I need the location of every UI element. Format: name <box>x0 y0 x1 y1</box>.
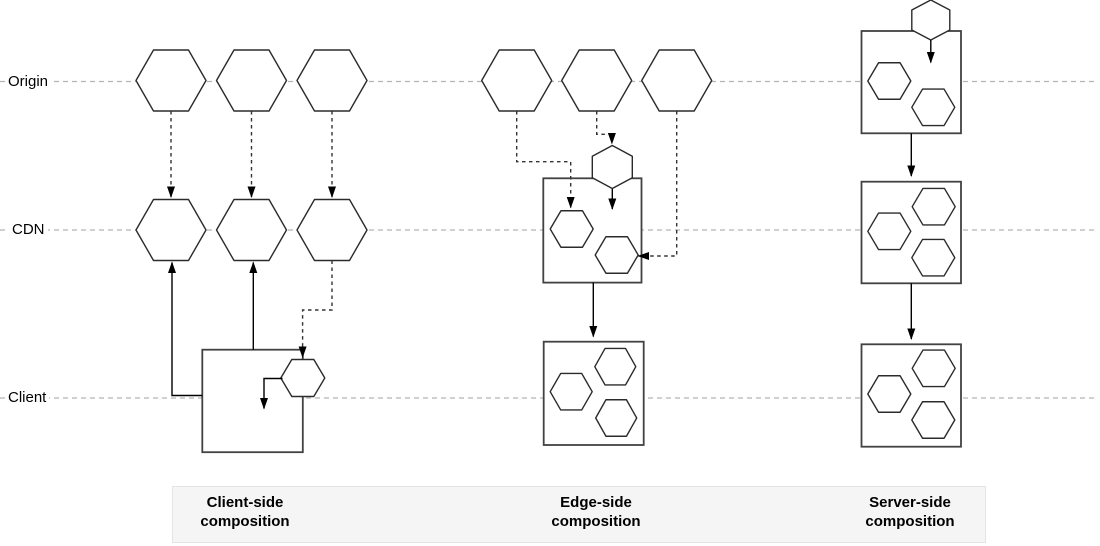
cs-origin-hexagon-3 <box>296 49 368 112</box>
cs-cdn-hexagon-3 <box>296 198 368 262</box>
es-deploy-arrow-1 <box>516 111 575 209</box>
section-label-edge-side: Edge-side composition <box>551 494 641 530</box>
section-label-server-side: Server-side composition <box>865 494 955 530</box>
ss-origin-hexagon-1 <box>867 62 912 100</box>
ss-origin-hexagon-2 <box>911 88 956 127</box>
cs-browser-box <box>201 348 304 454</box>
es-origin-hexagon-3 <box>641 49 713 112</box>
es-client-hexagon-1 <box>594 347 637 386</box>
cs-fragment-fetch-arrow <box>298 260 333 358</box>
lane-label-client: Client <box>5 388 50 408</box>
ss-cdn-hexagon-2 <box>867 212 912 251</box>
es-deploy-arrow-3 <box>637 111 678 260</box>
cs-cdn-hexagon-1 <box>135 198 207 262</box>
es-origin-hexagon-2 <box>561 49 633 112</box>
section-label-band <box>172 486 986 543</box>
lane-label-cdn: CDN <box>9 220 48 240</box>
ss-client-hexagon-1 <box>911 349 956 388</box>
es-origin-hexagon-1 <box>481 49 553 112</box>
cs-insert-arrow <box>260 377 283 410</box>
section-label-client-side: Client-side composition <box>200 494 290 530</box>
ss-cdn-hexagon-3 <box>911 238 956 277</box>
es-deploy-arrow-2 <box>596 111 616 145</box>
ss-client-hexagon-2 <box>867 375 912 413</box>
ss-cdn-hexagon-1 <box>911 187 956 226</box>
es-composer-hexagon <box>591 144 633 190</box>
lane-label-origin: Origin <box>5 72 52 92</box>
es-client-hexagon-3 <box>595 399 638 437</box>
cs-request-arrow-1 <box>168 261 203 397</box>
cs-origin-hexagon-1 <box>135 49 207 112</box>
cs-fragment-hexagon <box>280 358 326 398</box>
ss-client-hexagon-3 <box>911 401 956 439</box>
es-cdn-hexagon-1 <box>549 210 594 248</box>
es-client-hexagon-2 <box>549 372 593 411</box>
cs-origin-hexagon-2 <box>215 49 288 112</box>
cs-cdn-hexagon-2 <box>215 198 288 262</box>
